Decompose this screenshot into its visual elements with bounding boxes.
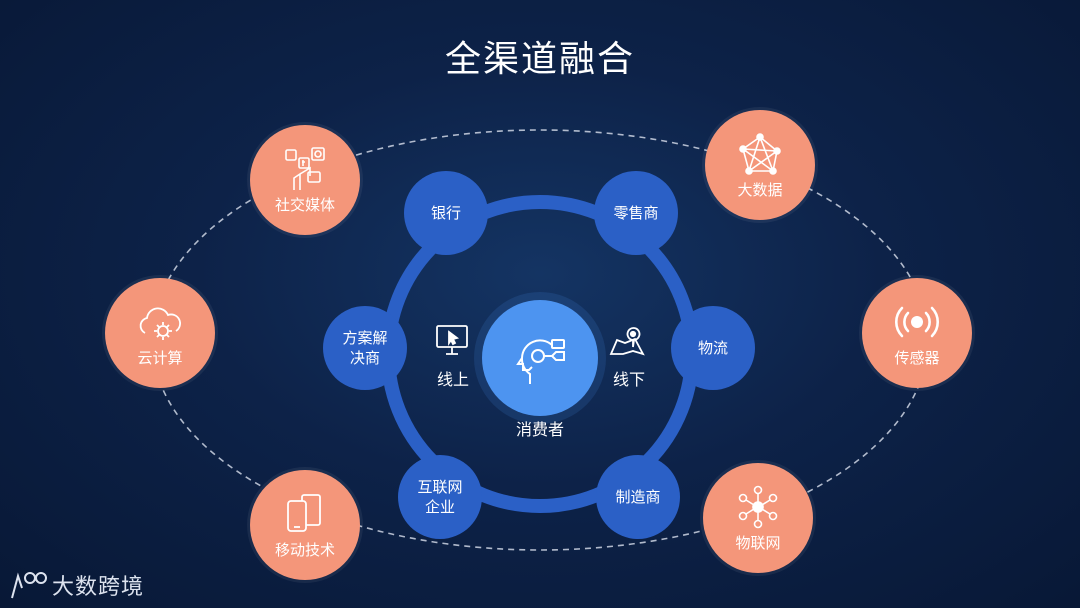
inner-node-retailer: 零售商 [594,171,678,255]
watermark-logo: 大数跨境 [8,568,144,602]
iot-network-icon [738,485,778,529]
outer-node-big-data: 大数据 [705,110,815,220]
inner-node-logistics: 物流 [671,306,755,390]
manufacturer-label: 制造商 [615,488,661,506]
social-media-label: 社交媒体 [274,196,335,214]
outer-node-social-media: 社交媒体 [250,125,360,235]
outer-node-sensor: 传感器 [862,278,972,388]
consumer-label: 消费者 [515,420,564,439]
social-media-icon [285,147,325,190]
offline-label: 线下 [612,370,645,389]
cloud-computing-label: 云计算 [137,349,183,367]
outer-node-cloud-computing: 云计算 [105,278,215,388]
logistics-label: 物流 [697,339,728,357]
inner-node-internet-company: 互联网 企业 [398,455,482,539]
network-graph-icon [739,133,781,175]
page-title: 全渠道融合 [444,39,635,80]
mobile-devices-icon [287,494,321,532]
sensor-label: 传感器 [894,349,940,367]
watermark-text: 大数跨境 [52,575,145,600]
internet-company-label-line2: 企业 [424,498,455,516]
iot-label: 物联网 [735,534,781,552]
center-node-consumer [482,300,598,416]
solution-provider-label-line1: 方案解 [342,329,388,347]
mobile-tech-label: 移动技术 [274,541,335,559]
bank-label: 银行 [430,204,461,222]
outer-node-mobile-tech: 移动技术 [250,470,360,580]
signal-broadcast-icon [895,306,939,338]
inner-node-bank: 银行 [404,171,488,255]
map-pin-icon [609,327,645,356]
brand-logo-icon [11,572,47,599]
outer-node-iot: 物联网 [703,463,813,573]
monitor-cursor-icon [436,325,468,355]
retailer-label: 零售商 [613,204,659,222]
big-data-label: 大数据 [737,181,783,199]
cloud-gear-icon [139,307,181,340]
online-label: 线上 [436,370,469,389]
inner-node-manufacturer: 制造商 [596,455,680,539]
internet-company-label-line1: 互联网 [417,478,463,496]
inner-node-solution-provider: 方案解 决商 [323,306,407,390]
solution-provider-label-line2: 决商 [349,349,380,367]
consumer-head-icon [516,339,565,384]
